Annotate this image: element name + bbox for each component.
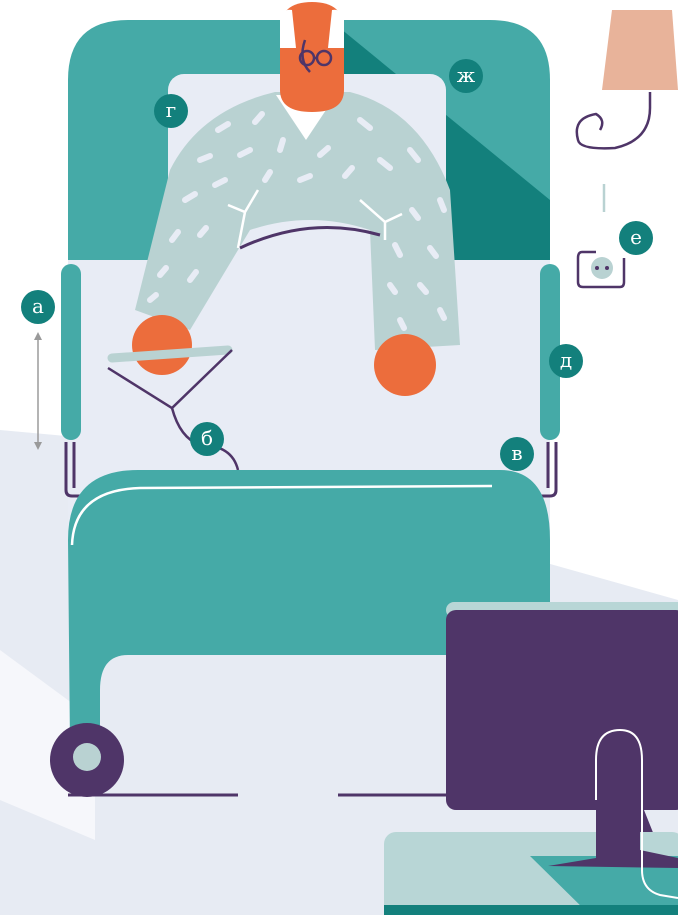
label-zh-text: ж [457, 63, 476, 87]
label-v: в [500, 437, 534, 471]
label-b-text: б [201, 426, 213, 450]
power-socket-icon [578, 252, 624, 287]
hand-right [374, 334, 436, 396]
label-g-text: г [166, 98, 176, 122]
label-d-text: д [560, 348, 572, 372]
hand-left [132, 315, 192, 375]
label-v-text: в [511, 441, 522, 465]
label-zh: ж [449, 59, 483, 93]
table-panel [446, 610, 678, 810]
table-base-edge [384, 905, 678, 915]
label-g: г [154, 94, 188, 128]
lamp-icon [577, 10, 678, 212]
label-d: д [549, 344, 583, 378]
side-rail-left [61, 264, 81, 440]
double-arrow-icon [34, 332, 42, 450]
label-a: а [21, 290, 55, 324]
label-e: е [619, 221, 653, 255]
label-b: б [190, 422, 224, 456]
bed-wheel-icon [50, 723, 124, 797]
label-e-text: е [630, 225, 642, 249]
label-a-text: а [32, 294, 44, 318]
